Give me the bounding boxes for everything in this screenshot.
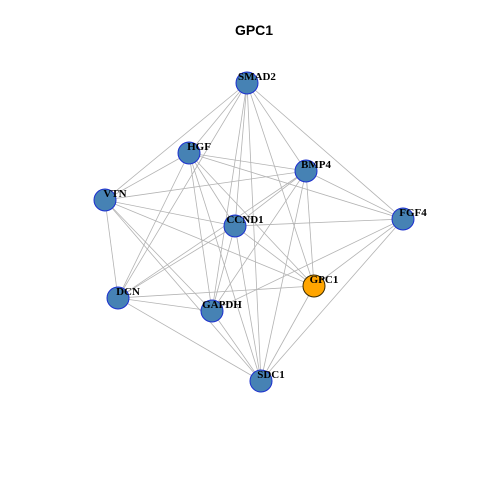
- edge-vtn-sdc1: [104, 199, 262, 382]
- node-gpc1: GPC1: [302, 274, 339, 298]
- node-circle-hgf: [177, 141, 201, 165]
- edge-fgf4-gpc1: [313, 218, 404, 287]
- edge-bmp4-vtn: [104, 170, 307, 201]
- edge-hgf-sdc1: [188, 152, 262, 382]
- edge-smad2-sdc1: [246, 82, 262, 382]
- edge-vtn-gapdh: [104, 199, 213, 312]
- edge-smad2-hgf: [188, 82, 248, 154]
- edge-bmp4-ccnd1: [234, 170, 307, 227]
- graph-title: GPC1: [235, 22, 273, 38]
- edge-gpc1-dcn: [117, 285, 315, 299]
- edge-gapdh-sdc1: [211, 310, 262, 382]
- edge-hgf-gpc1: [188, 152, 315, 287]
- node-sdc1: SDC1: [249, 369, 285, 393]
- node-label-bmp4: BMP4: [301, 159, 331, 171]
- node-circle-gpc1: [302, 274, 326, 298]
- node-label-gapdh: GAPDH: [202, 299, 242, 311]
- edge-ccnd1-gapdh: [211, 225, 236, 312]
- node-circle-vtn: [93, 188, 117, 212]
- node-ccnd1: CCND1: [223, 214, 264, 238]
- edge-vtn-dcn: [104, 199, 119, 299]
- node-label-smad2: SMAD2: [238, 71, 276, 83]
- edge-ccnd1-dcn: [117, 225, 236, 299]
- edge-hgf-bmp4: [188, 152, 307, 172]
- edge-smad2-gpc1: [246, 82, 315, 287]
- edge-hgf-gapdh: [188, 152, 213, 312]
- node-circle-bmp4: [294, 159, 318, 183]
- edge-ccnd1-sdc1: [234, 225, 262, 382]
- node-circle-gapdh: [200, 299, 224, 323]
- node-circle-ccnd1: [223, 214, 247, 238]
- node-dcn: DCN: [106, 286, 140, 310]
- edge-bmp4-sdc1: [260, 170, 307, 382]
- edge-smad2-dcn: [117, 82, 248, 299]
- edge-ccnd1-gpc1: [234, 225, 315, 287]
- node-gapdh: GAPDH: [200, 299, 242, 323]
- edge-smad2-gapdh: [211, 82, 248, 312]
- node-label-sdc1: SDC1: [257, 369, 285, 381]
- edge-fgf4-gapdh: [211, 218, 404, 312]
- node-label-fgf4: FGF4: [399, 207, 427, 219]
- node-vtn: VTN: [93, 188, 127, 212]
- node-bmp4: BMP4: [294, 159, 331, 183]
- edge-hgf-ccnd1: [188, 152, 236, 227]
- edge-fgf4-sdc1: [260, 218, 404, 382]
- node-smad2: SMAD2: [235, 71, 276, 95]
- edge-gpc1-sdc1: [260, 285, 315, 382]
- edge-bmp4-gpc1: [305, 170, 315, 287]
- edge-smad2-bmp4: [246, 82, 307, 172]
- edge-fgf4-ccnd1: [234, 218, 404, 227]
- node-label-hgf: HGF: [187, 141, 211, 153]
- edge-smad2-vtn: [104, 82, 248, 201]
- node-label-gpc1: GPC1: [310, 274, 339, 286]
- edge-layer: [104, 82, 404, 382]
- node-label-vtn: VTN: [103, 188, 126, 200]
- node-label-ccnd1: CCND1: [226, 214, 263, 226]
- node-fgf4: FGF4: [391, 207, 427, 231]
- node-label-dcn: DCN: [116, 286, 140, 298]
- edge-hgf-dcn: [117, 152, 190, 299]
- node-circle-smad2: [235, 71, 259, 95]
- node-hgf: HGF: [177, 141, 211, 165]
- edge-bmp4-fgf4: [305, 170, 404, 220]
- edge-hgf-vtn: [104, 152, 190, 201]
- edge-bmp4-dcn: [117, 170, 307, 299]
- edge-smad2-ccnd1: [234, 82, 248, 227]
- edge-smad2-fgf4: [246, 82, 404, 220]
- edge-vtn-ccnd1: [104, 199, 236, 227]
- edge-dcn-sdc1: [117, 297, 262, 382]
- edge-bmp4-gapdh: [211, 170, 307, 312]
- edge-dcn-gapdh: [117, 297, 213, 312]
- node-circle-sdc1: [249, 369, 273, 393]
- node-circle-fgf4: [391, 207, 415, 231]
- edge-vtn-gpc1: [104, 199, 315, 287]
- node-circle-dcn: [106, 286, 130, 310]
